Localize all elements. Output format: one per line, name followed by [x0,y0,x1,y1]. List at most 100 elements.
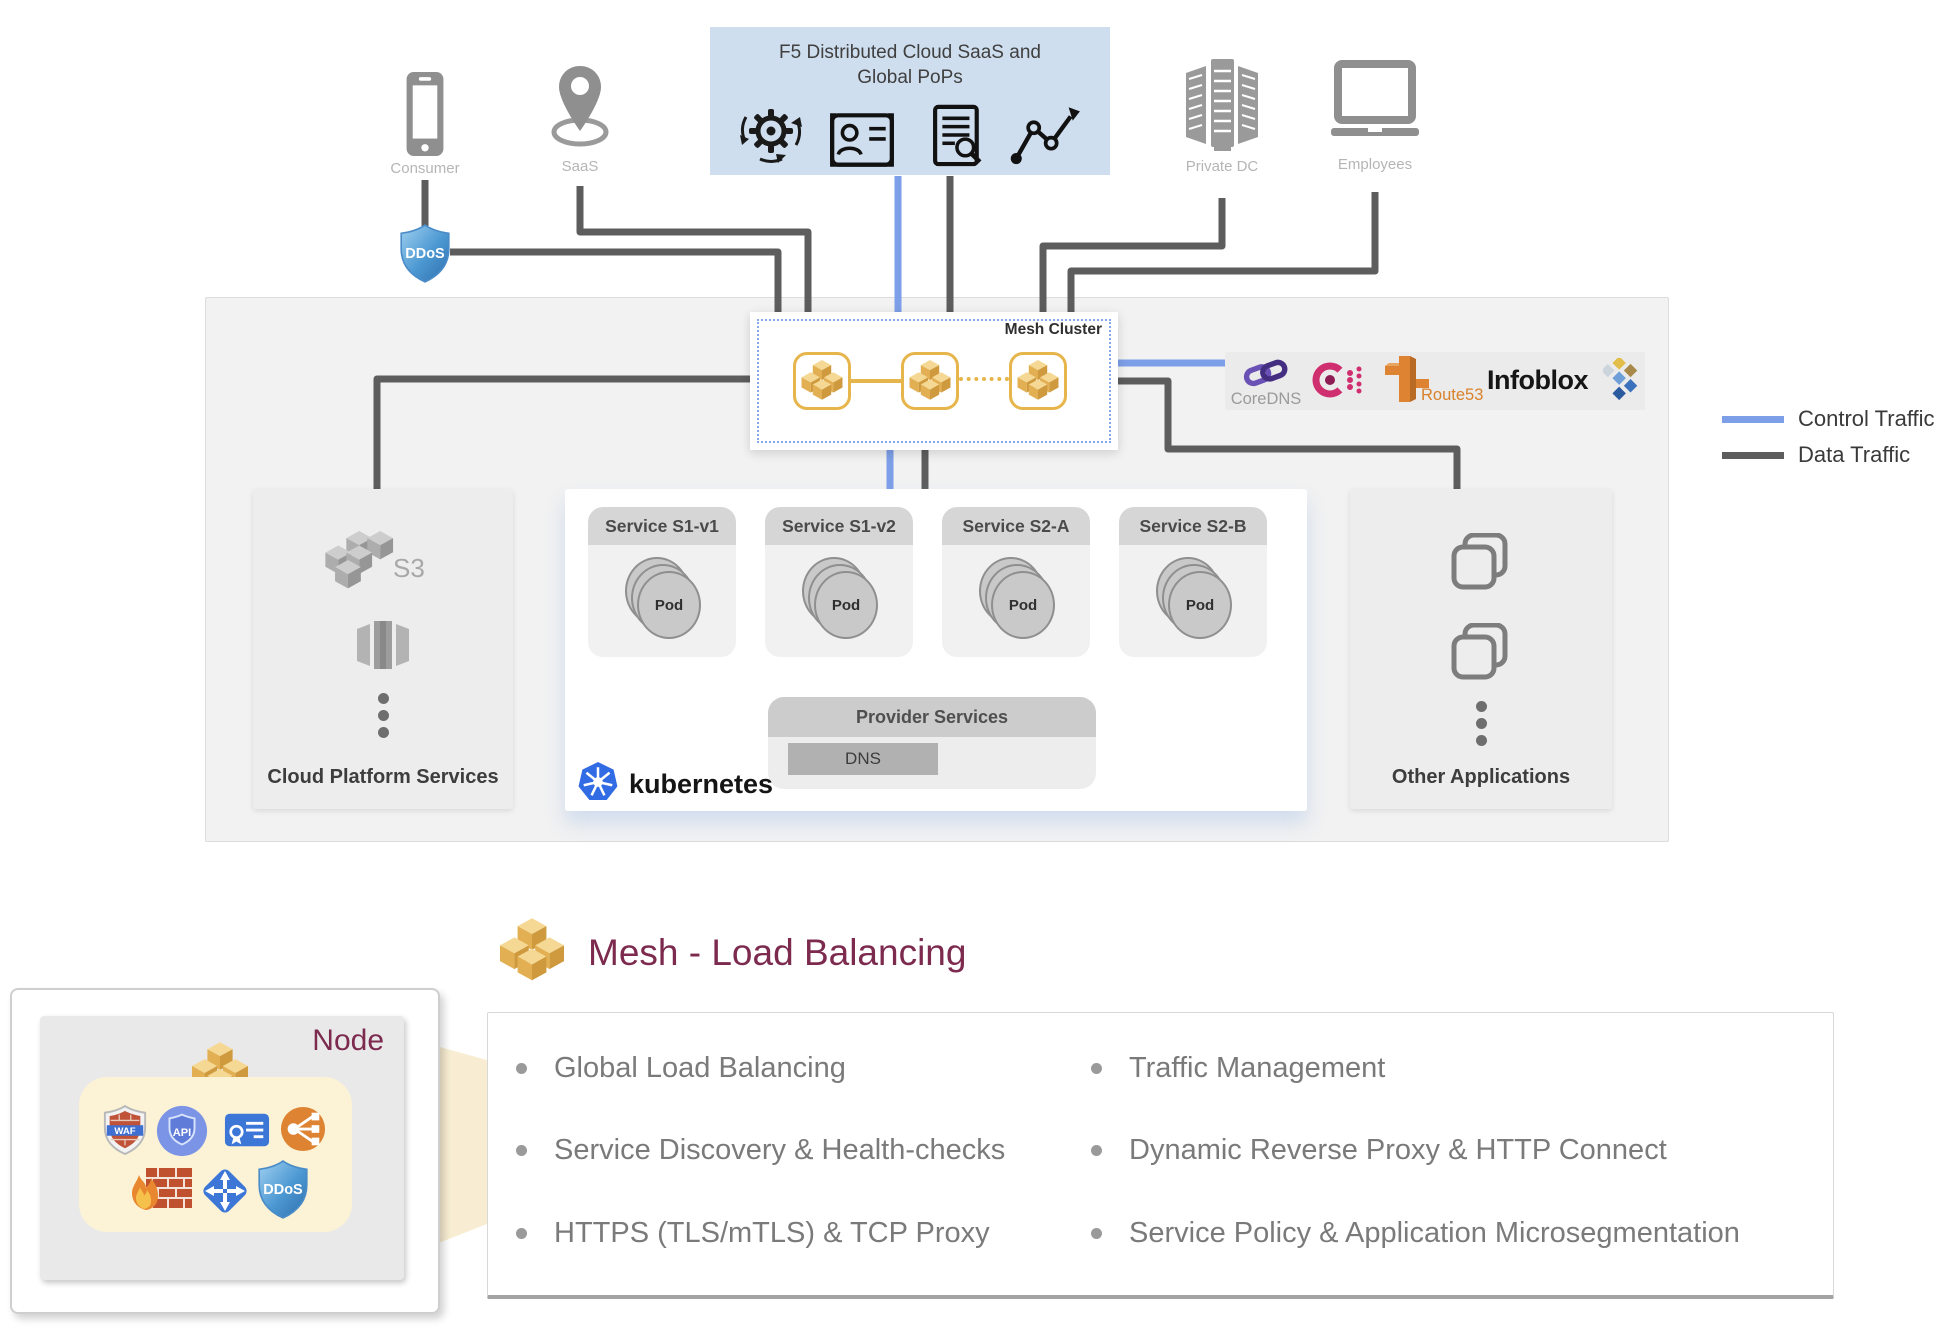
mesh-node-icon [1009,352,1067,410]
analytics-graph-icon [1010,107,1080,165]
feature-text: Service Discovery & Health-checks [554,1133,1006,1166]
service-card: Service S2-B Pod [1119,507,1267,657]
coredns-label: CoreDNS [1230,390,1302,408]
mesh-link-dotted [959,377,1009,381]
s3-label: S3 [393,553,425,583]
private-dc-label: Private DC [1185,158,1259,175]
control-traffic-label: Control Traffic [1798,406,1935,431]
node-label: Node [312,1024,384,1057]
api-protection-icon: API [156,1105,208,1157]
service-card: Service S1-v2 Pod [765,507,913,657]
line-saas-to-mesh [576,186,812,318]
service-card: Service S1-v1 Pod [588,507,736,657]
pod-stack-icon: Pod [979,557,1055,639]
provider-services-box: Provider Services DNS [768,697,1096,789]
legend-data-traffic: Data Traffic [1722,440,1942,470]
firewall-icon [132,1168,192,1210]
feature-text: Global Load Balancing [554,1051,846,1084]
service-card: Service S2-A Pod [942,507,1090,657]
route53-icon [1385,356,1429,402]
mesh-link [851,379,901,383]
waf-shield-icon: WAF [103,1104,147,1155]
mesh-title-icon [500,918,564,984]
ellipsis-dots [1350,701,1612,752]
cloud-platform-services-box: S3 Cloud Platform Services [253,489,513,809]
line-privatedc-to-mesh [1039,198,1226,318]
f5-panel-title: F5 Distributed Cloud SaaS and Global PoP… [779,42,1041,88]
route53-label: Route53 [1421,386,1484,404]
consul-icon [1312,362,1362,398]
node-inner-box: Node WAF API [40,1016,404,1280]
svg-text:WAF: WAF [114,1126,135,1137]
bullet-icon [1091,1227,1102,1239]
data-traffic-line-swatch [1722,451,1784,459]
database-icon [357,621,409,669]
saas-label: SaaS [561,158,599,175]
bullet-icon [1091,1144,1102,1156]
mesh-node-icon [793,352,851,410]
svg-text:API: API [173,1127,191,1139]
load-balancer-icon [280,1106,326,1152]
legend-control-traffic: Control Traffic [1722,404,1942,434]
feature-item: Service Discovery & Health-checks [516,1130,1005,1170]
feature-text: HTTPS (TLS/mTLS) & TCP Proxy [554,1216,990,1249]
kubernetes-cluster-box: Service S1-v1 Pod Service S1-v2 Pod Serv… [565,489,1307,811]
line-mesh-to-other-apps [1113,377,1461,489]
features-box: Global Load Balancing Service Discovery … [487,1012,1834,1299]
mesh-cluster-dotted-border [757,319,1111,443]
mesh-cluster-label: Mesh Cluster [1004,321,1102,338]
cloud-platform-services-label: Cloud Platform Services [267,766,499,788]
svg-text:DDoS: DDoS [405,246,445,262]
pod-label: Pod [637,571,701,639]
pod-label: Pod [991,571,1055,639]
line-ddos-to-mesh [450,248,782,318]
infoblox-icon [1603,358,1638,401]
section-title: Mesh - Load Balancing [588,932,967,973]
identity-card-icon [830,113,894,167]
provider-services-title: Provider Services [768,697,1096,737]
control-traffic-line-swatch [1722,415,1784,423]
consumer-label: Consumer [390,160,460,177]
mesh-cluster-box: Mesh Cluster [750,312,1118,450]
app-copies-icon [1451,623,1508,680]
certificate-icon [224,1113,270,1147]
line-mesh-to-cloud-platform [373,375,768,489]
other-applications-box: Other Applications [1350,489,1612,809]
feature-item: Dynamic Reverse Proxy & HTTP Connect [1091,1130,1667,1170]
bullet-icon [516,1062,527,1074]
svg-text:DDoS: DDoS [263,1182,303,1198]
infoblox-label: Infoblox [1487,365,1588,395]
feature-text: Traffic Management [1129,1051,1386,1084]
f5-distributed-cloud-panel: F5 Distributed Cloud SaaS and Global PoP… [710,27,1110,175]
kubernetes-brand-label: kubernetes [629,769,774,799]
ddos-shield-icon: DDoS [258,1160,308,1219]
line-employees-to-mesh [1067,192,1379,318]
node-outer-box: Node WAF API [10,988,440,1314]
s3-cubes-icon [325,531,394,589]
audit-log-icon [933,104,982,167]
service-name: Service S2-A [942,507,1090,545]
data-traffic-label: Data Traffic [1798,442,1911,467]
pod-label: Pod [1168,571,1232,639]
pod-stack-icon: Pod [625,557,701,639]
callout-beam [436,1046,487,1244]
pod-stack-icon: Pod [1156,557,1232,639]
dns-chip: DNS [788,743,938,775]
feature-text: Service Policy & Application Microsegmen… [1129,1216,1740,1249]
private-dc-server-icon [1186,59,1258,151]
feature-item: Global Load Balancing [516,1048,846,1088]
kubernetes-logo-icon [578,762,618,800]
router-icon [203,1169,247,1213]
service-name: Service S2-B [1119,507,1267,545]
pod-label: Pod [814,571,878,639]
feature-item: Service Policy & Application Microsegmen… [1091,1213,1740,1253]
bullet-icon [516,1227,527,1239]
app-copies-icon [1451,533,1508,590]
pod-stack-icon: Pod [802,557,878,639]
dns-providers-strip: CoreDNS Route53 Infoblox [1225,352,1645,410]
bullet-icon [516,1144,527,1156]
service-name: Service S1-v2 [765,507,913,545]
bullet-icon [1091,1062,1102,1074]
mesh-node-icon [901,352,959,410]
